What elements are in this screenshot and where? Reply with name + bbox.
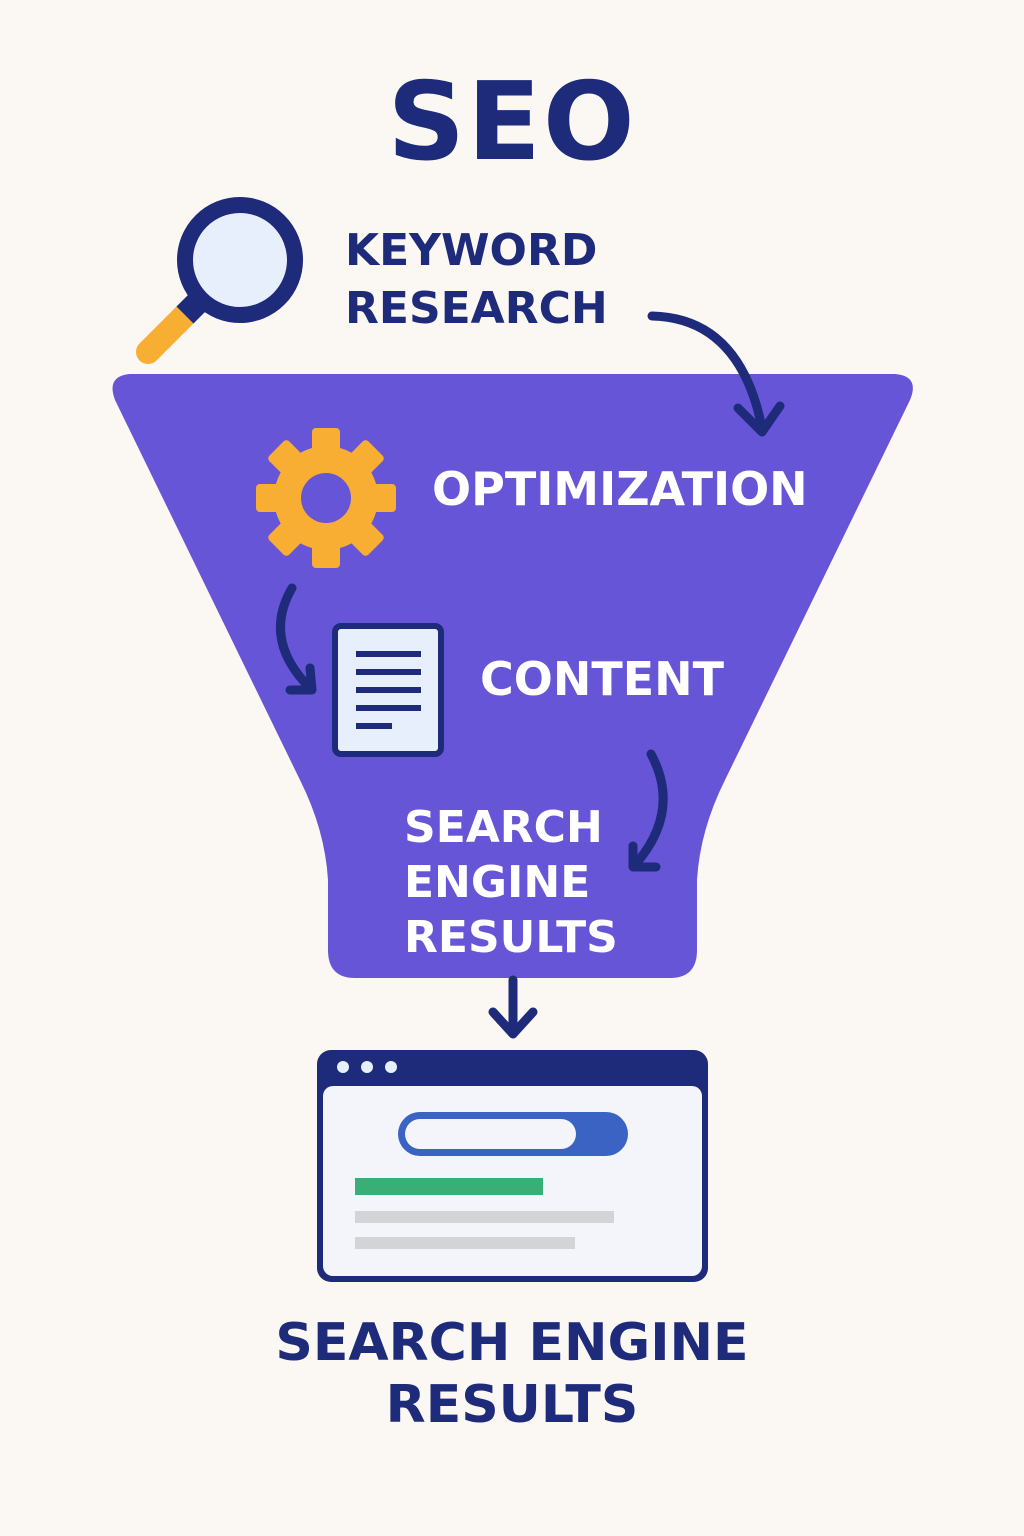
gear-icon bbox=[256, 428, 396, 568]
arrow-down-icon bbox=[488, 975, 538, 1039]
page-title: SEO bbox=[387, 60, 637, 185]
result-caption: SEARCH ENGINE RESULTS bbox=[0, 1312, 1024, 1436]
document-icon bbox=[332, 623, 444, 757]
arrow-content-to-results-icon bbox=[628, 749, 668, 872]
funnel-output-label: SEARCH ENGINE RESULTS bbox=[404, 800, 618, 965]
funnel-output-line-3: RESULTS bbox=[404, 912, 618, 963]
keyword-research-label: KEYWORD RESEARCH bbox=[345, 222, 608, 338]
content-label: CONTENT bbox=[480, 652, 725, 706]
optimization-label: OPTIMIZATION bbox=[432, 462, 808, 516]
keyword-research-line-2: RESEARCH bbox=[345, 283, 608, 334]
arrow-optimization-to-content-icon bbox=[275, 583, 317, 695]
magnifying-glass-icon bbox=[136, 197, 303, 364]
keyword-research-line-1: KEYWORD bbox=[345, 225, 598, 276]
funnel-output-line-1: SEARCH bbox=[404, 802, 603, 853]
browser-window-icon bbox=[317, 1050, 708, 1282]
result-caption-line-2: RESULTS bbox=[385, 1375, 639, 1435]
result-caption-line-1: SEARCH ENGINE bbox=[275, 1313, 749, 1373]
arrow-keyword-to-funnel-icon bbox=[647, 311, 785, 437]
funnel-output-line-2: ENGINE bbox=[404, 857, 591, 908]
